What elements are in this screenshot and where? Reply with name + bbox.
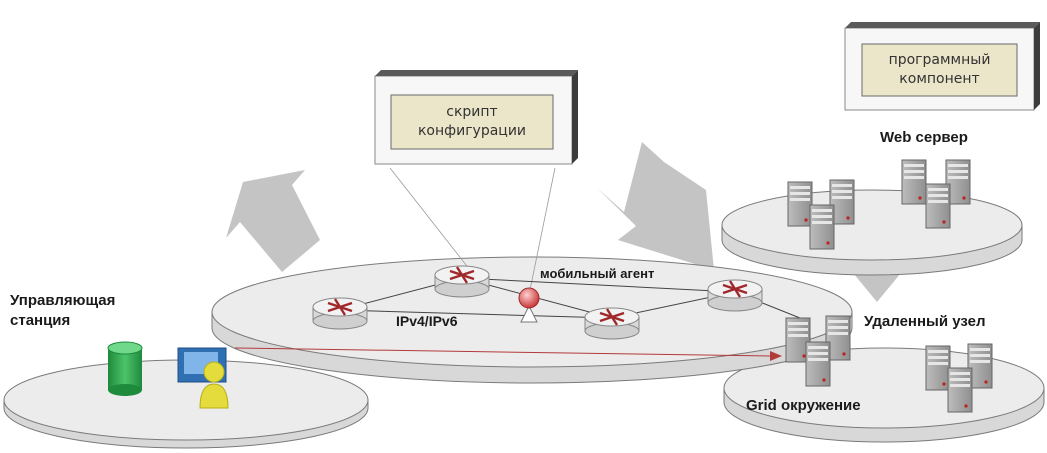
remote-node-label: Удаленный узел <box>862 313 988 330</box>
server-icon <box>947 367 973 413</box>
server-icon <box>901 159 927 205</box>
router-icon <box>433 264 491 299</box>
grid-env-label: Grid окружение <box>746 397 861 414</box>
database-icon <box>107 341 143 396</box>
server-icon <box>805 341 831 387</box>
software-component-label: программный компонент <box>862 51 1017 89</box>
config-script-label-line1: скрипт <box>446 104 498 120</box>
config-script-label-line2: конфигурации <box>417 123 527 139</box>
web-server-platform <box>721 189 1023 276</box>
agent-icon <box>518 287 540 323</box>
flow-arrow-left <box>226 170 320 272</box>
web-server-label: Web сервер <box>880 129 968 146</box>
router-icon <box>583 306 641 341</box>
software-component-label-line1: программный <box>888 52 991 68</box>
router-icon <box>311 296 369 331</box>
mobile-agent-label: мобильный агент <box>540 266 655 281</box>
control-station-label-line1: Управляющая <box>10 292 116 309</box>
control-station-platform <box>3 359 369 449</box>
control-link <box>234 347 782 361</box>
admin-user-icon <box>177 347 229 409</box>
software-component-box <box>844 22 1040 111</box>
flow-arrow-middle <box>597 142 714 270</box>
control-station-label: Управляющая станция <box>10 291 115 331</box>
control-station-label-line2: станция <box>10 312 71 329</box>
server-icon <box>925 345 951 391</box>
server-icon <box>809 204 835 250</box>
script-callout-lines <box>389 167 556 291</box>
software-component-label-line2: компонент <box>899 71 980 87</box>
server-icon <box>925 183 951 229</box>
router-icon <box>706 278 764 313</box>
server-icon <box>787 181 813 227</box>
ip-version-label: IPv4/IPv6 <box>396 313 458 329</box>
config-script-label: скрипт конфигурации <box>391 103 553 141</box>
config-script-box <box>374 70 578 165</box>
